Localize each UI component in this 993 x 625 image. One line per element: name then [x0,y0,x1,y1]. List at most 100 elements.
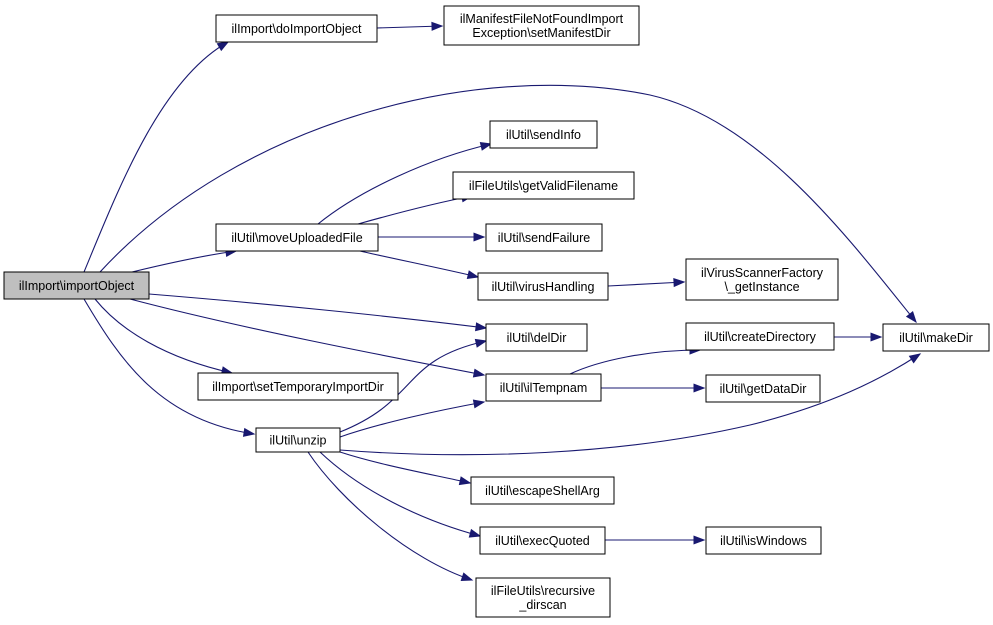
edge-unzip-to-delDir [339,338,488,433]
edge-layer [83,21,922,581]
node-box [443,5,640,46]
edge-importObject-to-makeDir [99,84,917,324]
arrowhead [474,338,488,348]
node-il-tempnam[interactable]: ilUtil\ilTempnam [485,373,602,402]
edge-importObject-to-moveUploadedFile [131,247,238,273]
node-label: ilUtil\sendFailure [498,231,590,245]
node-virus-handling[interactable]: ilUtil\virusHandling [477,272,609,301]
edge-moveUploadedFile-to-virusHandling [359,250,480,280]
edge-moveUploadedFile-to-sendFailure [378,232,486,242]
arrowhead [216,41,230,52]
arrowhead [673,278,686,288]
edge-importObject-to-delDir [148,293,488,332]
node-box [215,14,378,43]
node-label: ilUtil\sendInfo [506,128,581,142]
arrowhead [468,528,482,538]
node-label: ilImport\setTemporaryImportDir [212,380,384,394]
edge-virusHandling-to-getInstance [607,278,686,288]
arrowhead [475,322,488,332]
node-escape-shell-arg[interactable]: ilUtil\escapeShellArg [470,476,615,505]
edge-execQuoted-to-isWindows [605,535,706,545]
edge-importObject-to-ilTempnam [129,298,486,378]
node-label: ilFileUtils\getValidFilename [469,179,618,193]
node-box [485,373,602,402]
arrowhead [693,383,706,393]
arrowhead [472,368,486,378]
arrowhead [693,535,706,545]
edge-unzip-to-escapeShellArg [339,451,472,486]
node-create-directory[interactable]: ilUtil\createDirectory [685,322,835,351]
node-layer: ilImport\importObject ilImport\doImportOb… [3,5,990,618]
node-label: ilUtil\execQuoted [495,534,590,548]
node-recursive-dirscan[interactable]: ilFileUtils\recursive_dirscan [475,577,611,618]
edge-unzip-to-makeDir [339,353,922,456]
node-get-instance[interactable]: ilVirusScannerFactory\_getInstance [685,258,839,301]
arrowhead [242,427,256,437]
node-get-data-dir[interactable]: ilUtil\getDataDir [705,374,821,403]
node-box [475,577,611,618]
node-exec-quoted[interactable]: ilUtil\execQuoted [479,526,606,555]
node-del-dir[interactable]: ilUtil\delDir [485,323,588,352]
node-do-import-object[interactable]: ilImport\doImportObject [215,14,378,43]
node-box [255,427,341,453]
node-box [197,372,399,401]
arrowhead [908,353,922,364]
edge-ilTempnam-to-getDataDir [601,383,706,393]
node-label: ilImport\importObject [19,279,135,293]
node-box [489,120,598,149]
node-make-dir[interactable]: ilUtil\makeDir [882,323,990,352]
node-box [479,526,606,555]
edge-doImportObject-to-setManifestDir [376,21,444,31]
node-set-temporary-import-dir[interactable]: ilImport\setTemporaryImportDir [197,372,399,401]
edge-unzip-to-execQuoted [319,451,482,538]
edge-importObject-to-unzip [83,298,256,437]
edge-createDirectory-to-makeDir [834,332,883,342]
arrowhead [905,310,917,324]
arrowhead [460,572,474,581]
arrowhead [431,21,444,31]
edge-unzip-to-ilTempnam [339,399,486,438]
node-box [470,476,615,505]
node-label: ilUtil\getDataDir [720,382,807,396]
arrowhead [870,332,883,342]
node-get-valid-filename[interactable]: ilFileUtils\getValidFilename [452,171,635,200]
node-label: ilImport\doImportObject [232,22,362,36]
node-box [685,322,835,351]
arrowhead [466,270,480,280]
node-box [485,223,603,252]
edge-importObject-to-setTemporaryImportDir [94,298,234,376]
node-set-manifest-dir[interactable]: ilManifestFileNotFoundImportException\se… [443,5,640,46]
edge-unzip-to-recursiveDirscan [307,451,474,581]
node-move-uploaded-file[interactable]: ilUtil\moveUploadedFile [215,223,379,252]
node-label: ilUtil\escapeShellArg [485,484,600,498]
node-box [685,258,839,301]
edge-moveUploadedFile-to-sendInfo [317,141,493,225]
node-send-info[interactable]: ilUtil\sendInfo [489,120,598,149]
node-label: ilUtil\virusHandling [492,280,595,294]
node-send-failure[interactable]: ilUtil\sendFailure [485,223,603,252]
node-label: ilManifestFileNotFoundImport [460,12,624,26]
node-box [485,323,588,352]
node-unzip[interactable]: ilUtil\unzip [255,427,341,453]
node-is-windows[interactable]: ilUtil\isWindows [705,526,822,555]
arrowhead [472,399,486,409]
node-label: ilFileUtils\recursive [491,584,595,598]
node-label: ilUtil\createDirectory [704,330,817,344]
node-box [477,272,609,301]
node-label: ilUtil\unzip [270,434,327,448]
node-import-object[interactable]: ilImport\importObject [3,271,150,300]
node-box [452,171,635,200]
node-label: ilVirusScannerFactory [701,266,824,280]
arrowhead [473,232,486,242]
node-box [3,271,150,300]
node-box [215,223,379,252]
node-box [882,323,990,352]
node-box [705,526,822,555]
arrowhead [479,141,493,151]
node-label: ilUtil\makeDir [899,331,973,345]
node-label: \_getInstance [724,280,799,294]
edge-ilTempnam-to-createDirectory [569,345,702,375]
node-label: Exception\setManifestDir [472,26,610,40]
edge-importObject-to-doImportObject [83,41,230,273]
